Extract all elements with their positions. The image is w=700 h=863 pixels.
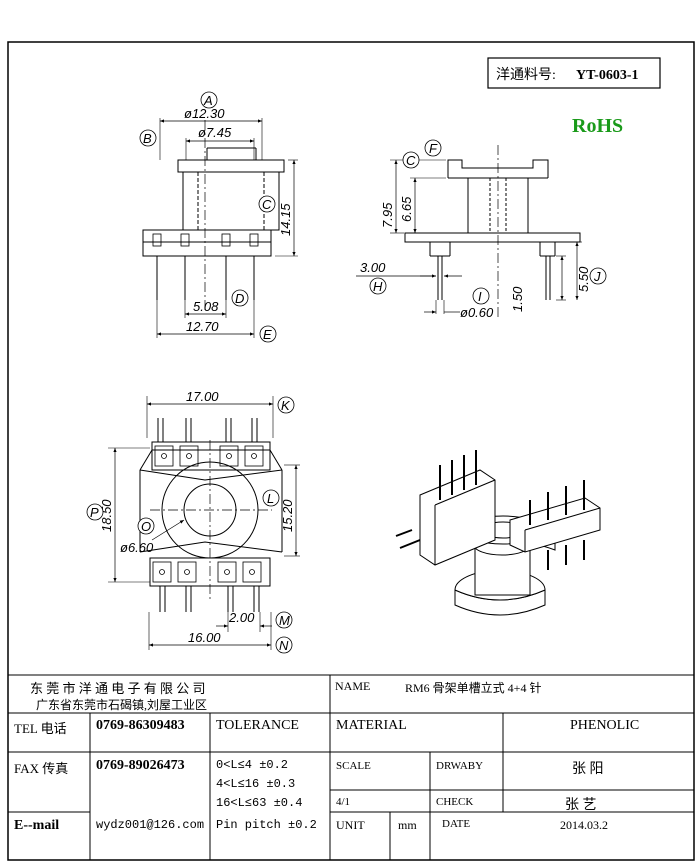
balloon-m: M <box>279 613 290 628</box>
balloon-o: O <box>141 519 151 534</box>
fax-value: 0769-89026473 <box>96 758 185 773</box>
name-label: NAME <box>335 679 371 693</box>
balloon-i: I <box>478 289 482 304</box>
email-value: wydz001@126.com <box>96 818 205 832</box>
name-value: RM6 骨架单槽立式 4+4 针 <box>405 681 542 695</box>
title-block-grid <box>8 674 694 860</box>
check-label: CHECK <box>436 796 474 808</box>
side-outer-dia: ø12.30 <box>184 106 225 121</box>
balloon-b: B <box>143 131 152 146</box>
balloon-k: K <box>281 398 291 413</box>
drawby-value: 张 阳 <box>572 762 604 777</box>
company-address: 广东省东莞市石碣镇,刘屋工业区 <box>36 698 208 712</box>
side-view <box>142 118 298 338</box>
tel-label: TEL 电话 <box>14 721 67 736</box>
top-pitch: 2.00 <box>228 610 255 625</box>
side-pin-pitch: 5.08 <box>193 299 219 314</box>
scale-value: 4/1 <box>336 796 351 808</box>
date-value: 2014.03.2 <box>560 818 608 832</box>
balloon-d: D <box>235 291 244 306</box>
part-number-label: 洋通料号: <box>496 67 556 83</box>
fax-label: FAX 传真 <box>14 761 69 776</box>
end-h2: 6.65 <box>399 196 414 222</box>
balloon-f: F <box>429 141 438 156</box>
end-view <box>356 145 582 320</box>
material-value: PHENOLIC <box>570 718 640 733</box>
side-inner-dia: ø7.45 <box>198 125 232 140</box>
tolerance-line-1: 0<L≤4 ±0.2 <box>216 758 289 772</box>
side-balloons <box>139 91 277 343</box>
unit-value: mm <box>398 818 417 832</box>
top-balloons <box>86 396 295 654</box>
balloon-c-side: C <box>262 197 272 212</box>
date-label: DATE <box>442 818 471 830</box>
balloon-a: A <box>203 93 213 108</box>
end-pin-len2: 5.50 <box>576 266 591 292</box>
top-hole-dia: ø6.60 <box>120 540 154 555</box>
email-label: E--mail <box>14 818 60 833</box>
tolerance-line-2: 4<L≤16 ±0.3 <box>216 777 296 791</box>
rohs-mark: RoHS <box>572 115 623 137</box>
end-balloons <box>369 139 607 305</box>
balloon-h: H <box>373 279 383 294</box>
end-pin-dia: ø0.60 <box>460 305 494 320</box>
balloon-n: N <box>279 638 289 653</box>
balloon-c-end: C <box>406 153 416 168</box>
top-width-bottom: 16.00 <box>188 630 221 645</box>
company-name: 东 莞 市 洋 通 电 子 有 限 公 司 <box>30 681 206 696</box>
top-view <box>108 396 300 650</box>
balloon-p: P <box>90 505 99 520</box>
sheet-border <box>7 41 695 861</box>
tolerance-label: TOLERANCE <box>216 718 299 733</box>
top-width: 17.00 <box>186 389 219 404</box>
material-label: MATERIAL <box>336 718 407 733</box>
drawby-label: DRWABY <box>436 760 484 772</box>
end-pin-offset: 3.00 <box>360 260 386 275</box>
side-height: 14.15 <box>278 203 293 236</box>
unit-label: UNIT <box>336 818 365 832</box>
tolerance-line-4: Pin pitch ±0.2 <box>216 818 317 832</box>
check-value: 张 艺 <box>565 798 597 813</box>
scale-label: SCALE <box>336 760 371 772</box>
balloon-e: E <box>263 327 272 342</box>
part-number-box: 洋通料号: YT-0603-1 <box>487 57 661 89</box>
tolerance-line-3: 16<L≤63 ±0.4 <box>216 796 303 810</box>
balloon-l: L <box>267 491 274 506</box>
end-h1: 7.95 <box>380 202 395 228</box>
side-pin-span: 12.70 <box>186 319 219 334</box>
balloon-j: J <box>593 269 601 284</box>
tel-value: 0769-86309483 <box>96 718 185 733</box>
top-height-right: 15.20 <box>280 499 295 532</box>
top-height-left: 18.50 <box>99 499 114 532</box>
end-pin-len: 1.50 <box>510 286 525 312</box>
isometric-view <box>395 450 601 616</box>
part-number-value: YT-0603-1 <box>576 68 639 83</box>
